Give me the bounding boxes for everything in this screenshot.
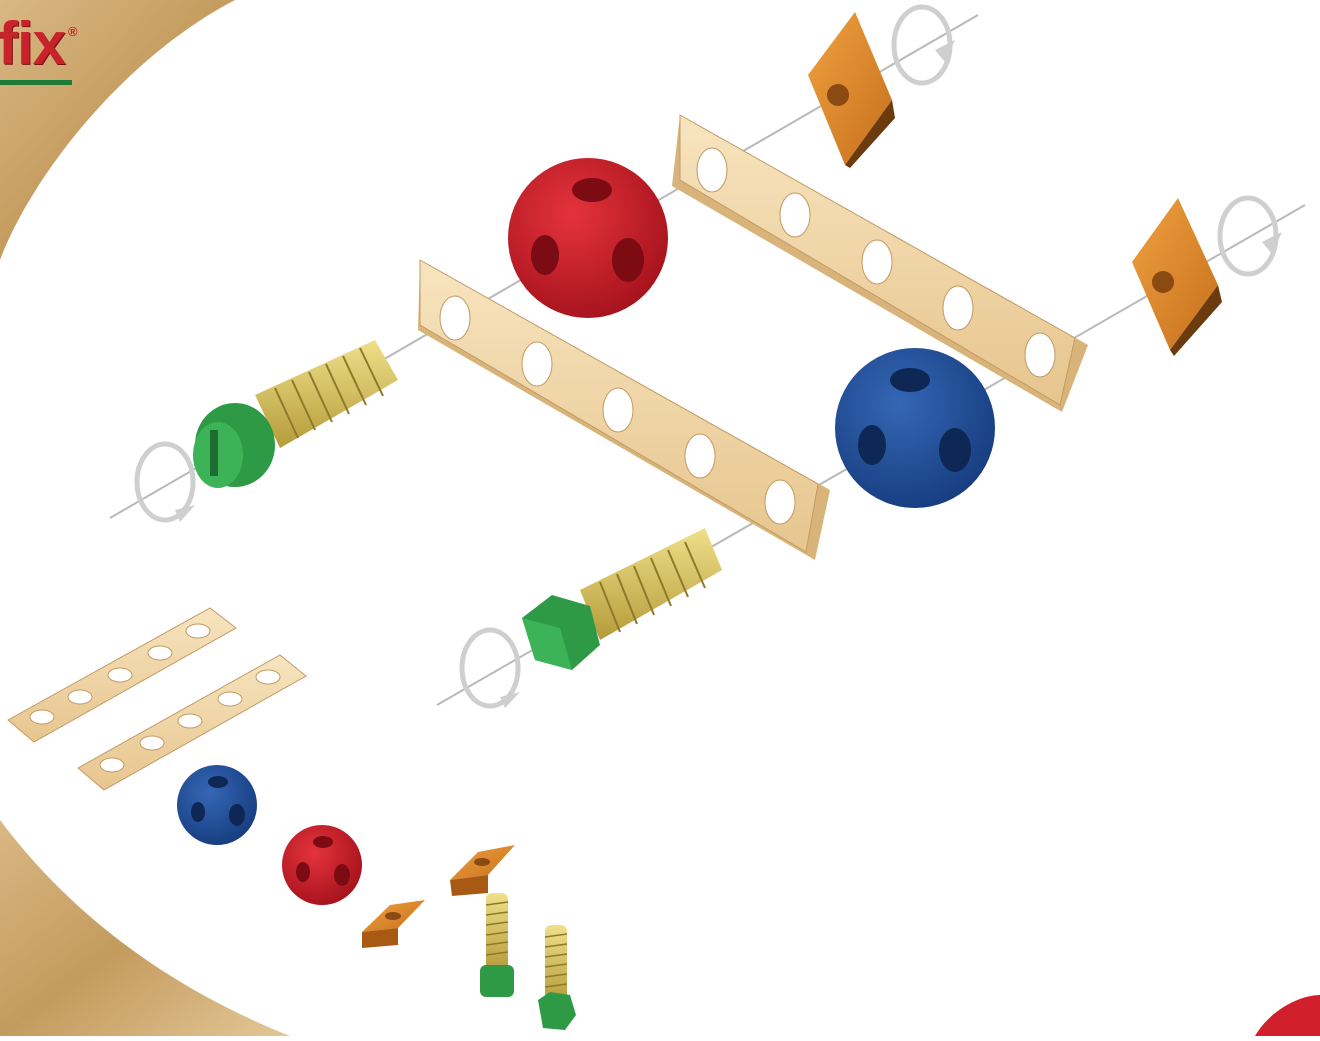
parts-screw-2 [538, 925, 576, 1030]
parts-nut-1 [362, 900, 425, 948]
square-nut-right [1132, 198, 1222, 356]
screw-top [193, 340, 398, 488]
logo-underline [0, 80, 72, 85]
parts-blue-cube [177, 765, 257, 845]
rotate-arrow-icon [137, 7, 1276, 706]
red-cube [508, 158, 668, 318]
parts-red-cube [282, 825, 362, 905]
blue-cube [835, 348, 995, 508]
parts-screw-1 [480, 893, 514, 997]
page-badge [1297, 1022, 1311, 1036]
screw-bottom [522, 528, 722, 670]
registered-mark: ® [68, 24, 78, 39]
table-surface [0, 0, 290, 1036]
assembly-axis [110, 15, 1305, 705]
brand-logo: fix [0, 14, 65, 74]
parts-nut-2 [450, 845, 515, 896]
square-nut-top [808, 12, 895, 168]
